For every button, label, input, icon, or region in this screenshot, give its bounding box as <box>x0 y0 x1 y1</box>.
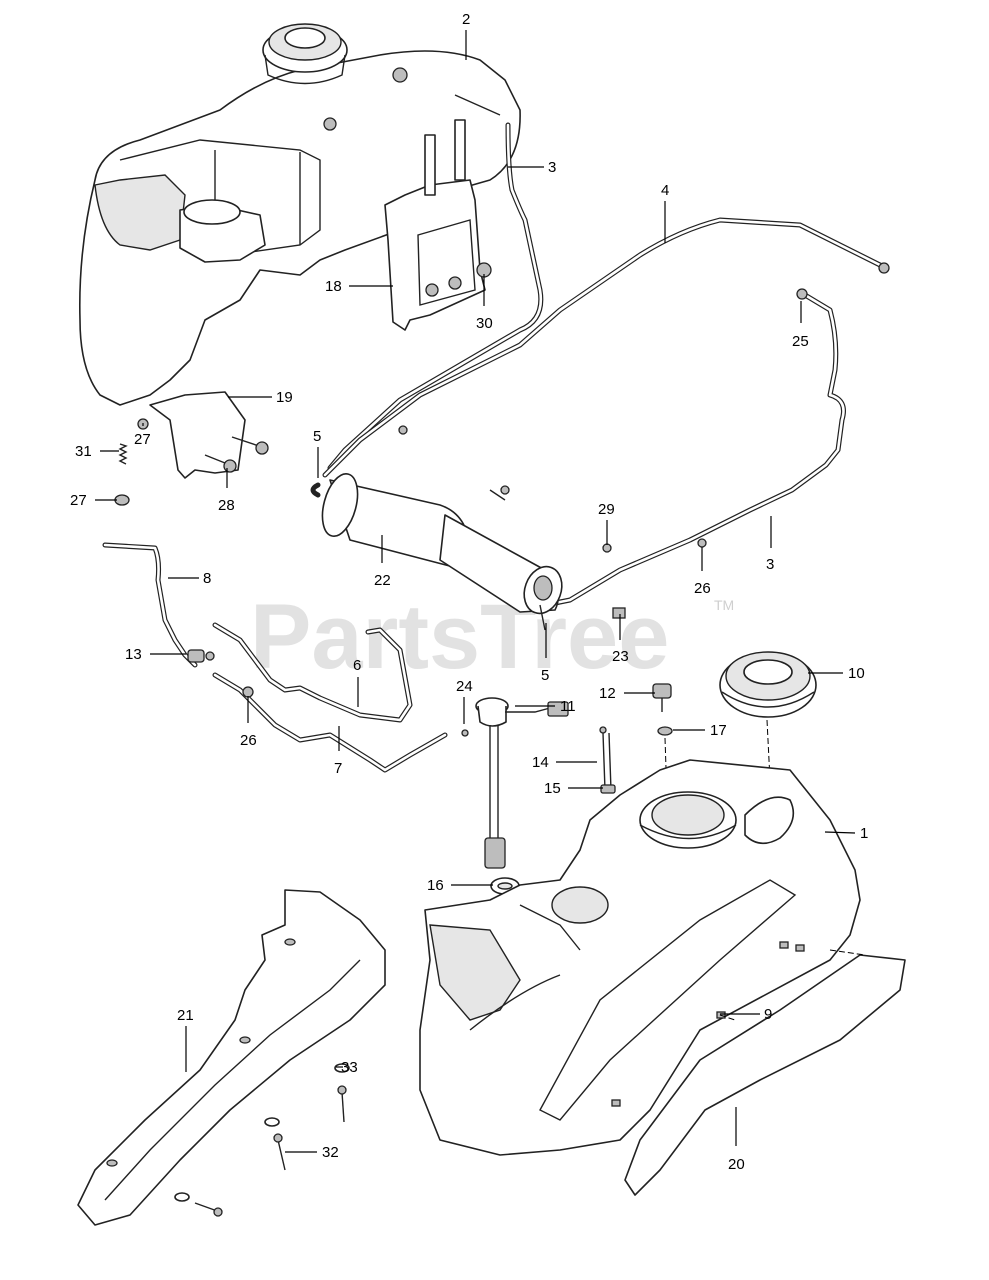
callout-label-13: 13 <box>125 646 142 663</box>
callout-label-3: 3 <box>548 159 556 176</box>
shield-20 <box>624 949 906 1196</box>
vent-14-15 <box>599 726 616 794</box>
callout-label-1: 1 <box>860 825 868 842</box>
callout-label-6: 6 <box>353 657 361 674</box>
fitting-13 <box>187 649 215 663</box>
fitting-4-end <box>878 262 890 274</box>
callout-label-32: 32 <box>322 1144 339 1161</box>
callout-label-17: 17 <box>710 722 727 739</box>
callout-label-7: 7 <box>334 760 342 777</box>
callout-label-4: 4 <box>661 182 669 199</box>
callout-label-5: 5 <box>313 428 321 445</box>
fuel-sender-11 <box>475 697 569 869</box>
callout-label-31: 31 <box>75 443 92 460</box>
callout-label-14: 14 <box>532 754 549 771</box>
fuel-line-3-upper <box>327 122 544 471</box>
grommet-17 <box>657 726 673 736</box>
hose-8 <box>102 542 198 668</box>
callout-label-24: 24 <box>456 678 473 695</box>
watermark-text: PartsTree <box>250 586 669 688</box>
clamp-26-lower <box>242 686 254 698</box>
callout-label-12: 12 <box>599 685 616 702</box>
callout-label-19: 19 <box>276 389 293 406</box>
fuel-line-4 <box>322 217 883 478</box>
callout-label-28: 28 <box>218 497 235 514</box>
clamp-26-upper <box>697 538 707 548</box>
canister-22 <box>321 425 563 631</box>
clip-23 <box>612 607 626 619</box>
callout-label-23: 23 <box>612 648 629 665</box>
callout-label-10: 10 <box>848 665 865 682</box>
fuel-line-3-lower <box>542 292 846 608</box>
callout-label-27: 27 <box>134 431 151 448</box>
callout-label-3: 3 <box>766 556 774 573</box>
callout-label-26: 26 <box>240 732 257 749</box>
callout-label-27: 27 <box>70 492 87 509</box>
callout-label-2: 2 <box>462 11 470 28</box>
shield-21 <box>77 889 386 1226</box>
callout-label-21: 21 <box>177 1007 194 1024</box>
spring-31 <box>118 443 128 465</box>
fuel-tank-upper <box>78 23 521 479</box>
hose-5-left <box>310 482 321 498</box>
callout-labels: 1233455678910111213141516171819202122232… <box>70 11 868 1173</box>
callout-label-11: 11 <box>560 698 576 715</box>
grommet-24 <box>461 729 469 737</box>
callout-label-29: 29 <box>598 501 615 518</box>
valve-12 <box>652 683 672 712</box>
callout-leader <box>824 831 856 834</box>
screw-29 <box>602 543 612 553</box>
callout-label-18: 18 <box>325 278 342 295</box>
hose-6 <box>212 622 413 723</box>
callout-label-22: 22 <box>374 572 391 589</box>
callout-label-26: 26 <box>694 580 711 597</box>
callout-label-5: 5 <box>541 667 549 684</box>
callout-label-33: 33 <box>341 1059 358 1076</box>
washers-33-32 <box>174 1063 350 1217</box>
nut-27-lower <box>114 494 130 506</box>
fuel-cap-10 <box>719 651 817 718</box>
callout-label-15: 15 <box>544 780 561 797</box>
callout-label-20: 20 <box>728 1156 745 1173</box>
callout-label-30: 30 <box>476 315 493 332</box>
watermark-tm: TM <box>714 597 734 613</box>
fitting-25 <box>796 288 808 300</box>
callout-label-16: 16 <box>427 877 444 894</box>
callout-label-9: 9 <box>764 1006 772 1023</box>
callout-label-8: 8 <box>203 570 211 587</box>
fuel-tank-lower <box>419 759 861 1156</box>
hose-7 <box>212 672 448 773</box>
callout-label-25: 25 <box>792 333 809 350</box>
